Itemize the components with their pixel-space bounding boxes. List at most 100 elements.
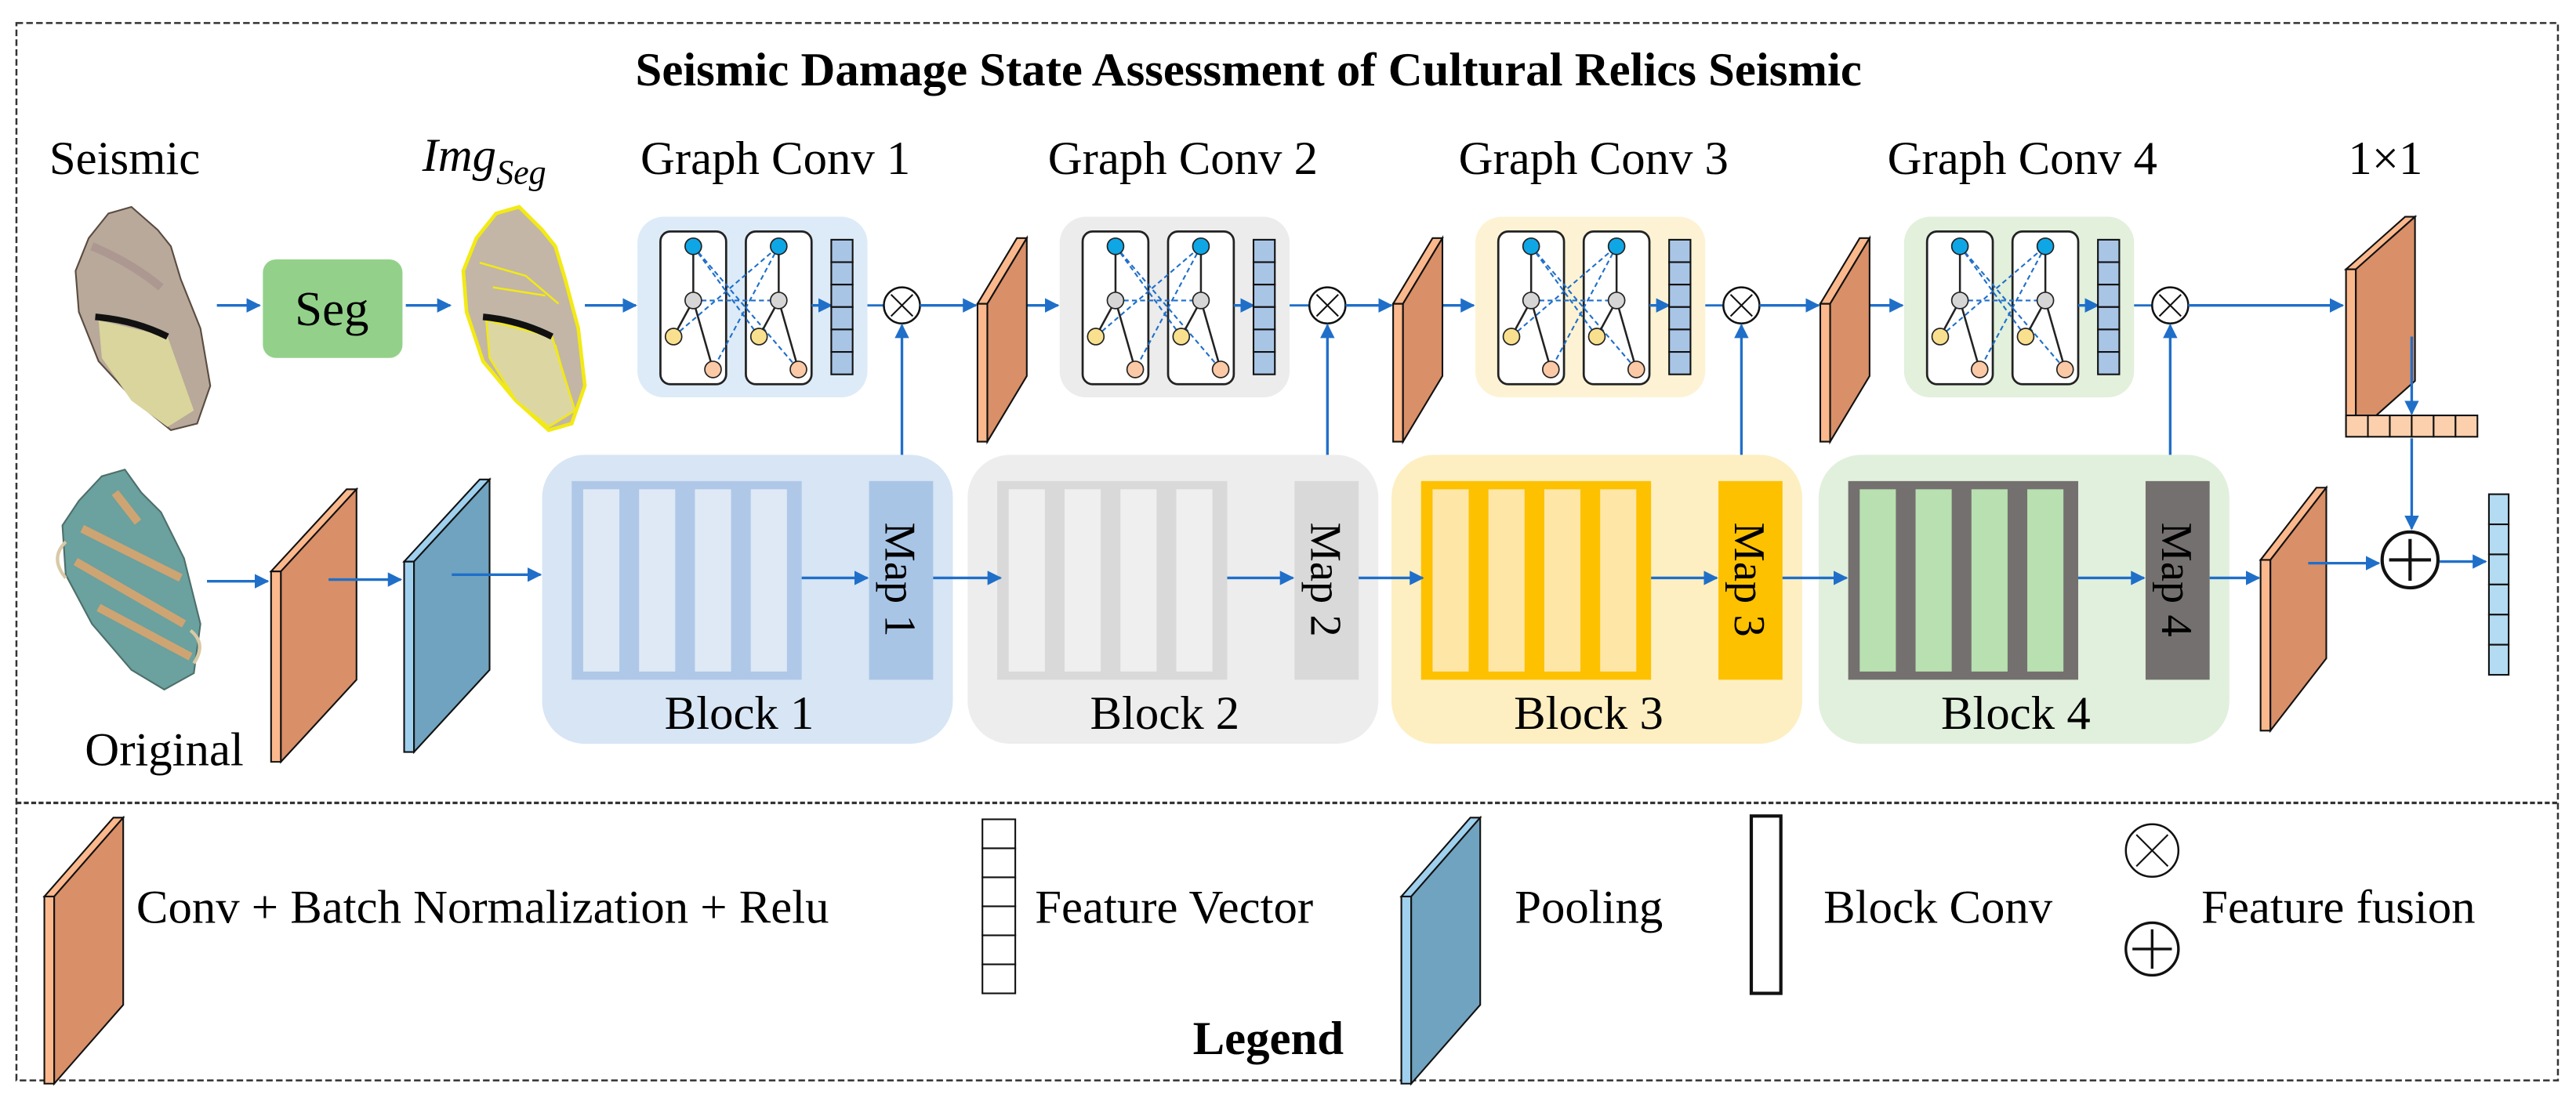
graph-conv-modules xyxy=(637,216,2135,398)
slab-front-face xyxy=(413,477,491,755)
block-label: Block 3 xyxy=(1514,687,1664,740)
graph-node xyxy=(749,328,768,346)
block-conv-stripe xyxy=(695,489,731,672)
feature-map-bar xyxy=(2145,480,2210,680)
graph-node xyxy=(1192,292,1210,310)
original-relic-image xyxy=(56,468,201,691)
graph-node xyxy=(1522,292,1540,310)
cross-stroke xyxy=(2135,834,2169,868)
fusion-nodes xyxy=(2380,493,2510,676)
slab-side-face xyxy=(2259,559,2272,732)
legend-label-conv: Conv + Batch Normalization + Relu xyxy=(136,881,829,933)
graph-conv-1-label: Graph Conv 1 xyxy=(640,132,910,185)
feature-map-bar xyxy=(869,480,934,680)
graph-cross-edge xyxy=(1959,245,2066,371)
feature-map-label: Map 3 xyxy=(1725,523,1773,637)
add-fusion-node xyxy=(2380,530,2440,590)
block-conv-icon xyxy=(1749,814,1783,995)
vector-cell xyxy=(1668,261,1692,286)
graph-node xyxy=(704,360,722,379)
block-conv-stripe xyxy=(750,489,787,672)
block-conv-stripe xyxy=(1600,489,1637,672)
conv-slab-top-2 xyxy=(1391,235,1444,445)
seismic-relic-image xyxy=(74,205,212,432)
graph-node xyxy=(770,237,788,255)
slab-front-face xyxy=(280,487,357,764)
vector-cell xyxy=(1252,351,1276,375)
graph-node xyxy=(1607,237,1626,255)
vector-cell xyxy=(2411,415,2435,438)
slab-side-face xyxy=(403,560,415,753)
graph-node xyxy=(1541,360,1560,379)
vector-cell xyxy=(2097,284,2121,308)
graph-feature-vector xyxy=(1668,238,1692,375)
legend-label-feature-fusion: Feature fusion xyxy=(2201,881,2475,933)
block-conv-stripe xyxy=(1544,489,1581,672)
original-input-label: Original xyxy=(85,723,243,776)
diagram-title: Seismic Damage State Assessment of Cultu… xyxy=(636,44,1862,96)
slab-side-face xyxy=(270,571,282,763)
block-conv-stripe xyxy=(1859,489,1896,672)
vector-cell xyxy=(830,328,854,353)
slab-side-face xyxy=(1400,895,1413,1085)
legend-label-block-conv: Block Conv xyxy=(1823,881,2053,933)
vector-cell xyxy=(830,306,854,331)
graph-node xyxy=(1211,360,1230,379)
vector-cell xyxy=(2454,415,2479,438)
output-feature-vector xyxy=(2487,493,2510,676)
vector-cell xyxy=(830,238,854,263)
img-seg-main: Img xyxy=(422,129,496,182)
graph-feature-vector xyxy=(1252,238,1276,375)
graph-edge xyxy=(2044,300,2066,370)
graph-edge xyxy=(1199,300,1222,370)
graph-node xyxy=(1087,328,1105,346)
vector-cell xyxy=(981,934,1017,966)
graph-node xyxy=(2036,292,2055,310)
slab-front-face xyxy=(986,235,1028,445)
graph-cross-edge xyxy=(1511,245,1617,338)
vector-cell xyxy=(1668,328,1692,353)
graph-conv-module-1 xyxy=(637,216,868,398)
seismic-input-label: Seismic xyxy=(49,132,200,185)
graph-node xyxy=(2016,328,2035,346)
block-conv-stripe xyxy=(1064,489,1101,672)
graph-node xyxy=(1627,360,1645,379)
vector-cell xyxy=(981,963,1017,994)
slab-front-face xyxy=(2269,485,2327,734)
slab-side-face xyxy=(1819,303,1831,443)
pooling-slab-icon xyxy=(1399,815,1482,1086)
graph-cross-edge xyxy=(1095,245,1202,338)
add-fusion-icon xyxy=(2124,921,2180,977)
vector-cell xyxy=(1252,238,1276,263)
vector-cell xyxy=(1252,328,1276,353)
graph-cross-edge xyxy=(1939,245,2046,338)
slab-side-face xyxy=(2345,268,2357,435)
feature-map-bar xyxy=(1718,480,1783,680)
conv-slab-bottom xyxy=(269,487,359,764)
vector-cell xyxy=(2433,415,2457,438)
block-label: Block 2 xyxy=(1090,687,1239,740)
graph-cross-edge xyxy=(673,245,780,338)
global-feature-vector xyxy=(2345,415,2479,438)
vector-cell xyxy=(1668,284,1692,308)
vector-cell xyxy=(2367,415,2391,438)
outer-dashed-frame xyxy=(15,22,2560,1081)
block-conv-stripe xyxy=(1120,489,1157,672)
block-conv-stripe xyxy=(1915,489,1952,672)
img-seg-label: ImgSeg xyxy=(422,129,546,192)
img-seg-subscript: Seg xyxy=(496,154,546,192)
vector-cell xyxy=(981,876,1017,908)
graph-cross-edge xyxy=(1550,245,1618,370)
cross-stroke xyxy=(2158,294,2182,317)
graph-node xyxy=(1126,360,1145,379)
vector-cell xyxy=(2487,583,2510,616)
bottom-row-arrows xyxy=(207,438,2487,589)
graph-node xyxy=(1502,328,1521,346)
conv-slab-icon xyxy=(42,815,125,1086)
graph-conv-module-3 xyxy=(1475,216,1706,398)
vector-cell xyxy=(1668,238,1692,263)
graph-node xyxy=(2036,237,2055,255)
slab-side-face xyxy=(1392,303,1404,443)
vector-cell xyxy=(2487,643,2510,676)
